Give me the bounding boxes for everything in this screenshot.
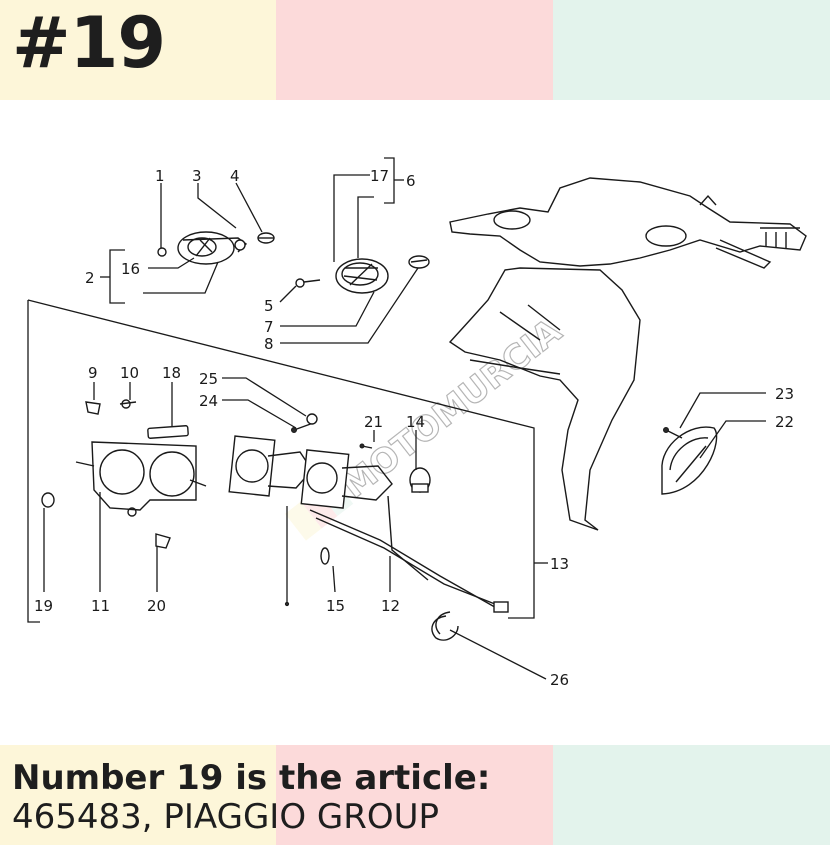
callout-2: 2	[85, 269, 95, 287]
callout-19: 19	[34, 597, 53, 615]
leader-8	[280, 267, 419, 344]
headlight-16-drawing	[177, 231, 248, 265]
callout-11: 11	[91, 597, 110, 615]
ring-26	[431, 611, 459, 641]
turn-signal-lens-22-drawing	[661, 426, 718, 495]
callout-5: 5	[264, 297, 274, 315]
callout-21: 21	[364, 413, 383, 431]
leader-17b	[357, 196, 374, 258]
leader-24	[222, 399, 297, 429]
leader-2-bottom	[143, 261, 219, 294]
leader-25	[222, 377, 307, 417]
group-outline-left	[27, 300, 40, 623]
callout-18: 18	[162, 364, 181, 382]
band-segment-yellow	[0, 0, 276, 100]
leader-16	[148, 257, 195, 269]
callout-4: 4	[230, 167, 240, 185]
screw-5	[295, 278, 321, 288]
watermark: MOTOMURCIA	[285, 310, 570, 541]
band-segment-pink	[276, 745, 553, 845]
exploded-parts-diagram: MOTOMURCIA	[27, 157, 807, 689]
callout-15: 15	[326, 597, 345, 615]
clip-9	[85, 401, 101, 415]
leader-23	[679, 392, 766, 429]
light-lens-6-drawing	[335, 258, 389, 294]
caption-article: 465483, PIAGGIO GROUP	[12, 797, 440, 837]
callout-17: 17	[370, 167, 389, 185]
callout-20: 20	[147, 597, 166, 615]
caption-title: Number 19 is the article:	[12, 758, 491, 798]
part-number-heading: #19	[12, 2, 166, 84]
leader-3	[197, 183, 237, 229]
leader-dot	[284, 601, 290, 607]
bulb-14	[409, 467, 431, 493]
callout-23: 23	[775, 385, 794, 403]
callout-3: 3	[192, 167, 202, 185]
leader-4	[235, 182, 263, 233]
callout-1: 1	[155, 167, 165, 185]
group-outline-right	[27, 299, 535, 619]
band-segment-mint	[553, 745, 830, 845]
nut-25	[306, 413, 318, 425]
bulb-15	[320, 547, 330, 565]
leader-5	[279, 285, 297, 303]
callout-7: 7	[264, 318, 274, 336]
callout-10: 10	[120, 364, 139, 382]
plate-18	[147, 425, 189, 439]
leader-17	[333, 174, 370, 262]
band-segment-pink	[276, 0, 553, 100]
bulb-4	[257, 232, 275, 244]
callout-14: 14	[406, 413, 425, 431]
screw-10	[119, 399, 137, 409]
callout-13: 13	[550, 555, 569, 573]
screw-21	[359, 443, 373, 449]
headlight-bracket-11-drawing	[75, 441, 207, 517]
clip-20	[155, 533, 171, 549]
nut-19	[41, 492, 55, 508]
screw-23	[663, 427, 683, 439]
scooter-front-drawing	[448, 177, 807, 531]
callout-26: 26	[550, 671, 569, 689]
footer-color-band	[0, 745, 830, 845]
leader-7	[280, 291, 375, 327]
watermark-stripe-yellow	[285, 501, 322, 541]
leader-22	[699, 420, 766, 459]
screw-1	[157, 247, 167, 257]
leader-26	[449, 629, 547, 680]
callout-9: 9	[88, 364, 98, 382]
callout-12: 12	[381, 597, 400, 615]
callout-22: 22	[775, 413, 794, 431]
callout-24: 24	[199, 392, 218, 410]
callout-25: 25	[199, 370, 218, 388]
callout-16: 16	[121, 260, 140, 278]
callout-8: 8	[264, 335, 274, 353]
band-segment-yellow	[0, 745, 276, 845]
bulb-holder-assembly-drawing	[228, 435, 509, 613]
header-color-band	[0, 0, 830, 100]
callout-6: 6	[406, 172, 416, 190]
band-segment-mint	[553, 0, 830, 100]
bulb-8	[408, 255, 430, 269]
leader-15	[332, 565, 336, 593]
